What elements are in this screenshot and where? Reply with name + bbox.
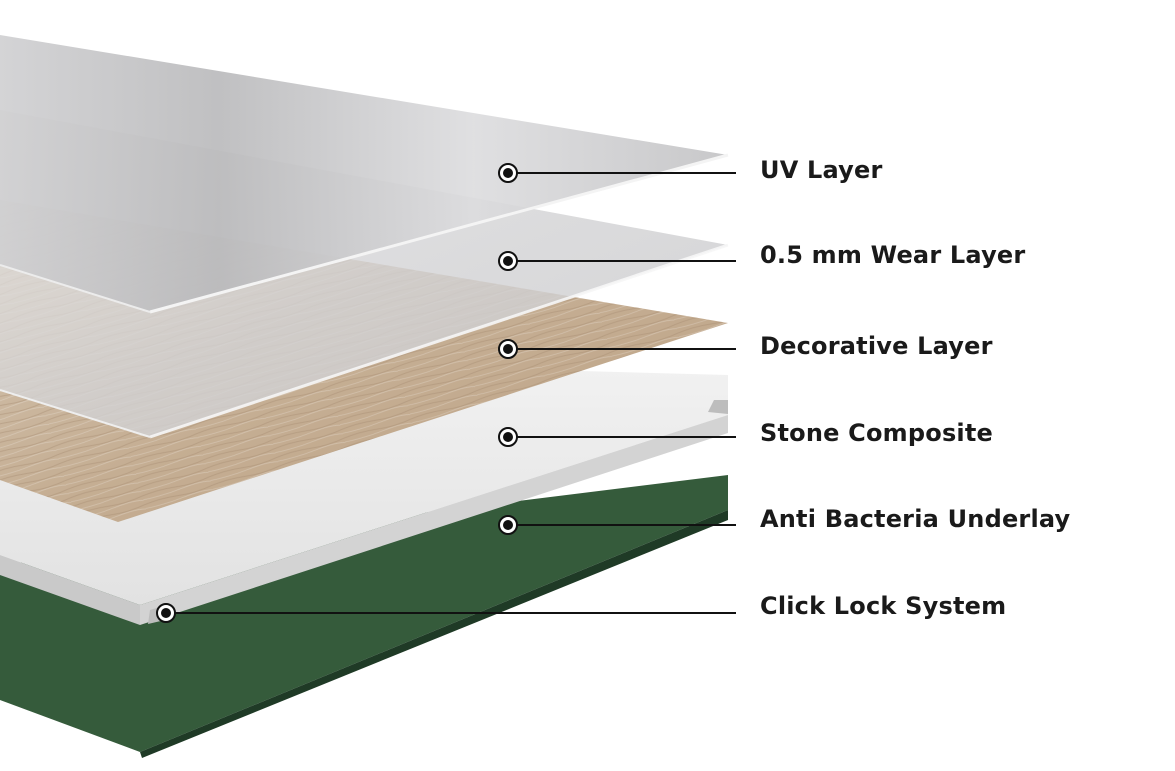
uv-layer bbox=[0, 35, 729, 314]
marker-clicklock bbox=[156, 603, 176, 623]
leader-markers bbox=[156, 163, 518, 623]
label-decorative-layer: Decorative Layer bbox=[760, 332, 993, 360]
marker-stone bbox=[498, 427, 518, 447]
label-anti-bacteria-underlay: Anti Bacteria Underlay bbox=[760, 505, 1071, 533]
marker-decorative bbox=[498, 339, 518, 359]
label-click-lock-system: Click Lock System bbox=[760, 592, 1007, 620]
marker-wear bbox=[498, 251, 518, 271]
marker-underlay bbox=[498, 515, 518, 535]
label-stone-composite: Stone Composite bbox=[760, 419, 994, 447]
marker-uv bbox=[498, 163, 518, 183]
leader-lines bbox=[166, 172, 736, 614]
label-wear-layer: 0.5 mm Wear Layer bbox=[760, 241, 1026, 269]
label-uv-layer: UV Layer bbox=[760, 156, 883, 184]
